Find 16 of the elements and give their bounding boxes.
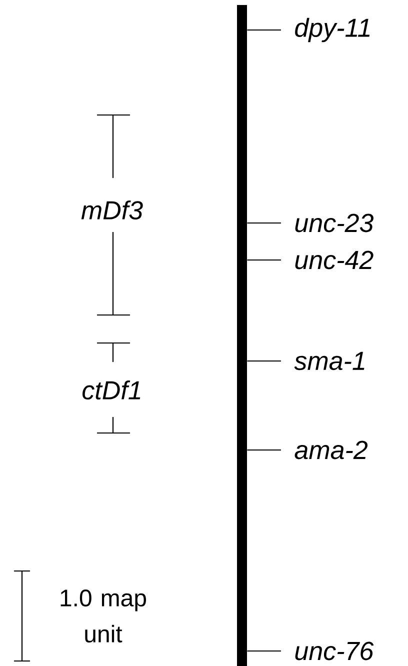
tick-line (247, 360, 281, 362)
gene-label: unc-76 (295, 642, 374, 660)
gene-label: dpy-11 (295, 18, 370, 42)
tick-line (247, 650, 281, 652)
gene-label: ama-2 (294, 440, 368, 460)
gene-label: unc-23 (295, 214, 374, 232)
tick-line (247, 259, 281, 261)
chromosome-bar (237, 5, 247, 666)
deficiency-label: ctDf1 (82, 380, 140, 400)
gene-label: unc-42 (295, 250, 374, 270)
gene-label: sma-1 (294, 352, 364, 370)
deficiency-label: mDf3 (81, 200, 143, 220)
scale-label: 1.0 map unit (60, 590, 146, 642)
tick-line (247, 222, 281, 224)
tick-line (247, 29, 281, 31)
tick-line (247, 449, 281, 451)
